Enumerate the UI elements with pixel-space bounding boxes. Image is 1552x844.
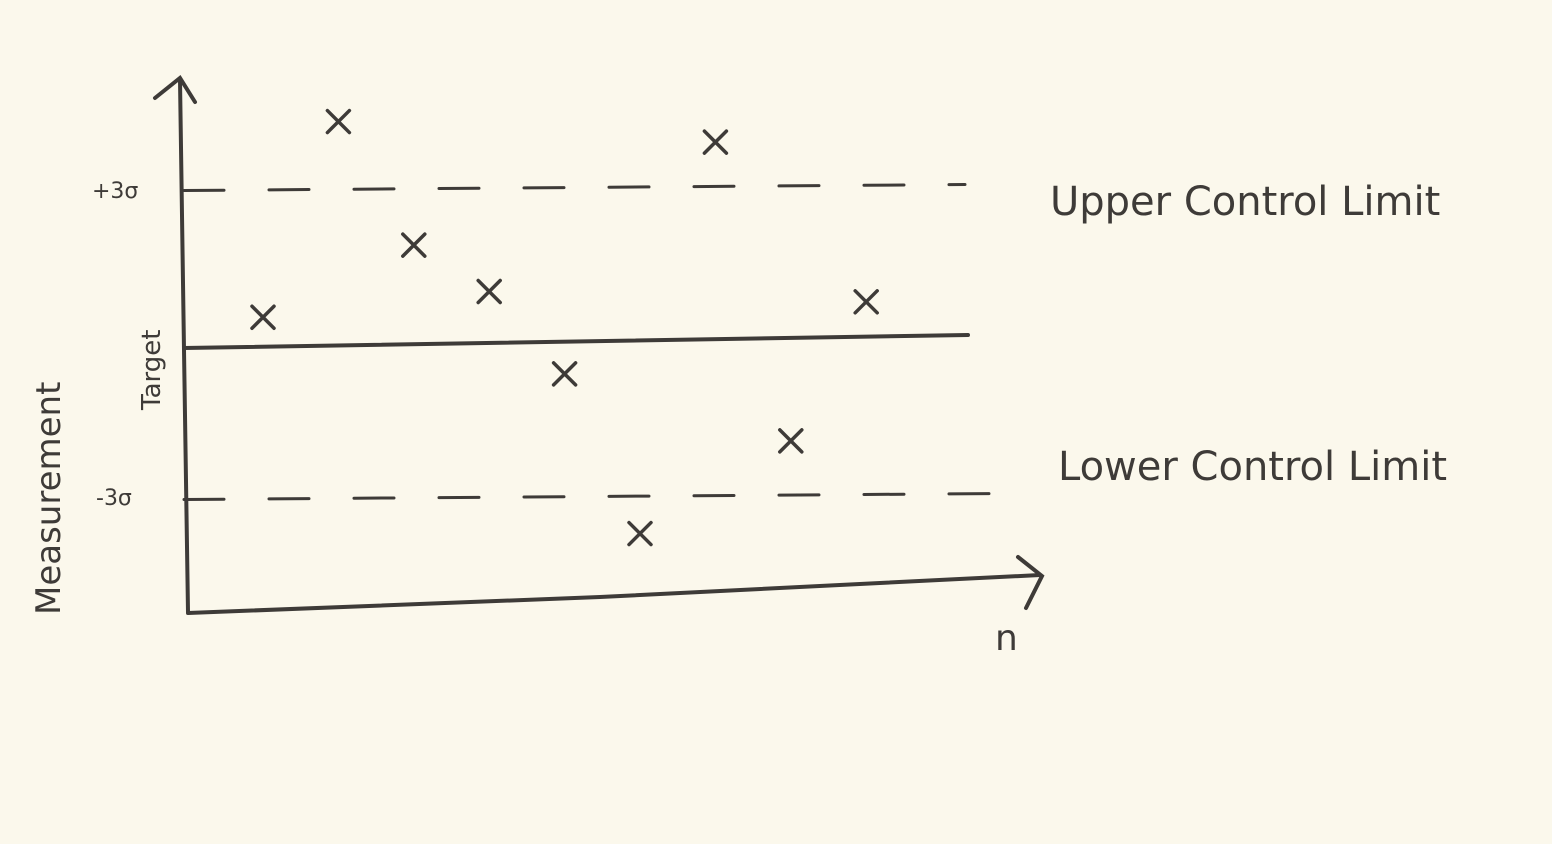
- data-point: [702, 129, 729, 155]
- y-axis: [178, 78, 190, 614]
- x-axis: [186, 573, 1042, 615]
- y-axis-arrowhead: [153, 75, 197, 104]
- x-axis-arrowhead: [1016, 555, 1045, 610]
- tick-label-target: Target: [137, 330, 167, 411]
- tick-label-lower: -3σ: [96, 486, 132, 511]
- data-point: [325, 108, 352, 135]
- lower-control-limit-line: [182, 492, 1002, 501]
- upper-control-limit-line: [182, 183, 967, 192]
- lower-control-limit-label: Lower Control Limit: [1058, 444, 1447, 490]
- data-point: [551, 361, 578, 387]
- data-point: [627, 520, 653, 547]
- y-axis-label: Measurement: [29, 382, 69, 615]
- x-axis-label: n: [995, 618, 1018, 659]
- upper-control-limit-label: Upper Control Limit: [1050, 179, 1440, 225]
- data-point: [778, 428, 804, 454]
- data-point: [853, 289, 879, 315]
- tick-label-upper: +3σ: [92, 179, 138, 204]
- data-point: [401, 232, 427, 258]
- data-point: [476, 278, 502, 305]
- data-point: [250, 304, 276, 330]
- target-line: [182, 333, 970, 350]
